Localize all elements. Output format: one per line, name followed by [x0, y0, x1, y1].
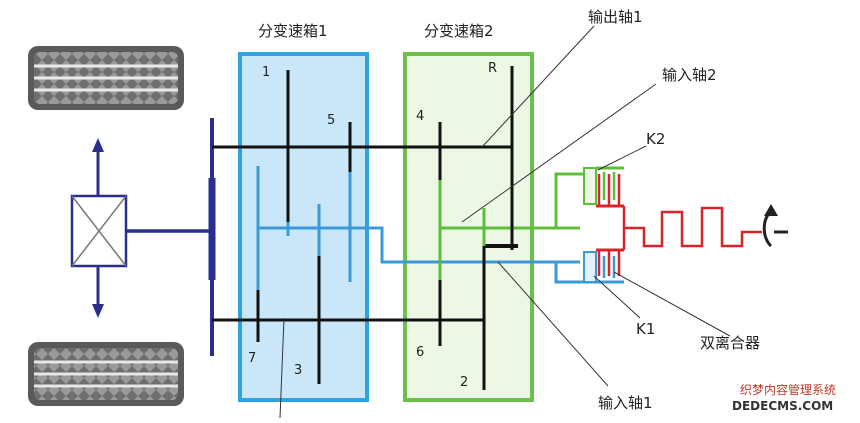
rotation-arrow-icon [762, 204, 788, 248]
engine-input-shaft [622, 206, 762, 250]
dual-clutch-label: 双离合器 [700, 334, 760, 352]
clutch-k1 [583, 248, 624, 284]
subgearbox2-label: 分变速箱2 [424, 22, 494, 40]
bottom-leader [279, 317, 285, 419]
gear-4-label: 4 [416, 109, 424, 124]
clutch-k1-label: K1 [636, 320, 655, 338]
input-shaft1-leader [497, 261, 609, 387]
gear-5-label: 5 [327, 113, 335, 128]
subgearbox1-label: 分变速箱1 [258, 22, 328, 40]
tire-bottom [28, 342, 184, 406]
clutch-k2-label: K2 [646, 130, 665, 148]
clutch-k2 [583, 166, 624, 208]
input-shaft2-label: 输入轴2 [662, 66, 717, 84]
gear-3-label: 3 [294, 363, 302, 378]
watermark-line1: 织梦内容管理系统 [740, 382, 836, 397]
gear-7-label: 7 [248, 351, 256, 366]
tire-top [28, 46, 184, 110]
k2-link [554, 172, 596, 228]
k2-leader [597, 145, 647, 171]
output-shaft1-label: 输出轴1 [588, 8, 643, 26]
gear-1-label: 1 [262, 65, 270, 80]
watermark-line2: DEDECMS.COM [732, 399, 833, 413]
gear-2-label: 2 [460, 375, 468, 390]
differential [70, 194, 128, 268]
k1-leader [593, 275, 641, 319]
gear-r-label: R [488, 61, 497, 76]
gear-6-label: 6 [416, 345, 424, 360]
output-shaft1-leader [481, 25, 595, 148]
dual-clutch-leader [613, 271, 731, 337]
input-shaft2-leader [461, 83, 657, 223]
k1-link [554, 262, 596, 284]
input-shaft1-label: 输入轴1 [598, 394, 653, 412]
